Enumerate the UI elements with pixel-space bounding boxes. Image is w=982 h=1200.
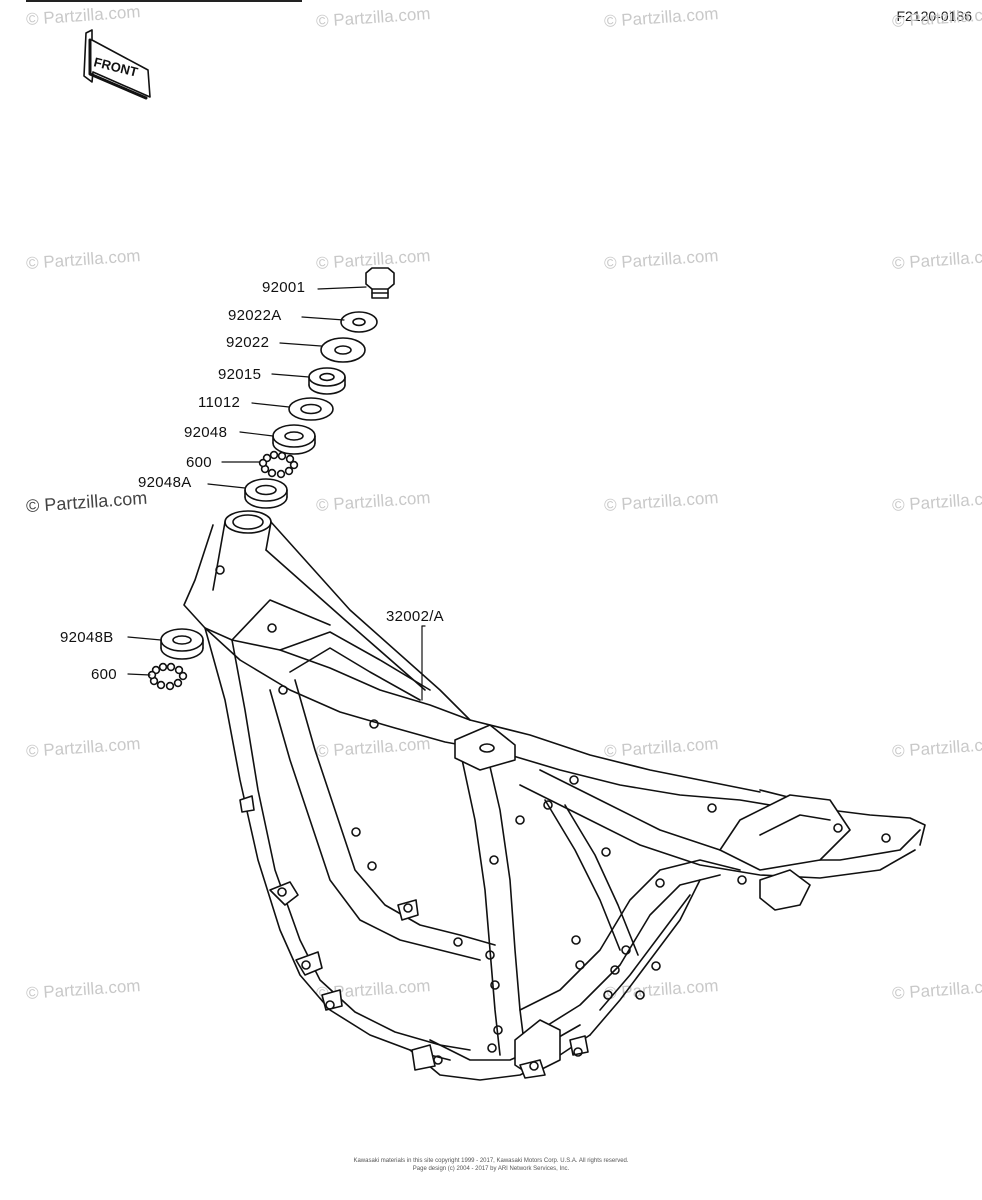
footer-copyright: Kawasaki materials in this site copyrigh… xyxy=(353,1158,629,1164)
callout-92015: 92015 xyxy=(218,366,262,383)
callout-92022: 92022 xyxy=(226,334,270,351)
race-92048b xyxy=(160,628,204,660)
front-arrow-icon: FRONT xyxy=(83,29,151,100)
callout-600-bottom: 600 xyxy=(91,666,117,683)
top-rule xyxy=(26,0,302,2)
callout-32002a: 32002/A xyxy=(386,608,444,625)
washer-92022 xyxy=(320,337,366,363)
callout-600-top: 600 xyxy=(186,454,212,471)
footer-design: Page design (c) 2004 - 2017 by ARI Netwo… xyxy=(412,1166,570,1172)
ball-bearings-bottom xyxy=(147,662,188,691)
diagram-code: F2120-0186 xyxy=(896,8,972,24)
washer-92022a xyxy=(340,311,378,333)
nut-92015 xyxy=(308,367,346,395)
cap-11012 xyxy=(288,397,334,421)
leader-lines xyxy=(127,286,426,701)
callout-92001: 92001 xyxy=(262,279,306,296)
race-92048 xyxy=(272,424,316,455)
callout-92022a: 92022A xyxy=(228,307,282,324)
frame-32002a xyxy=(183,510,926,1081)
callout-92048b: 92048B xyxy=(60,629,114,646)
callout-92048a: 92048A xyxy=(138,474,192,491)
race-92048a xyxy=(244,478,288,509)
steering-stem-nut xyxy=(365,267,395,299)
callout-11012: 11012 xyxy=(198,394,241,411)
ball-bearings-top xyxy=(258,450,299,479)
callout-92048: 92048 xyxy=(184,424,228,441)
